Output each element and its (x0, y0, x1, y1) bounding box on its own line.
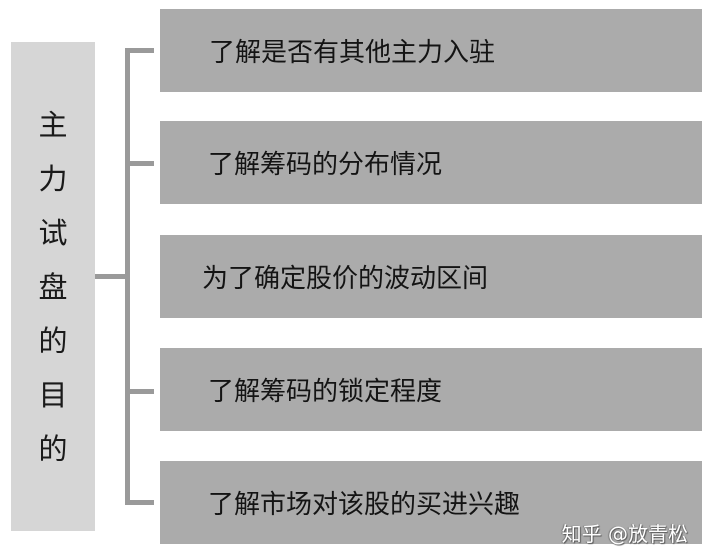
item-label: 了解筹码的分布情况 (208, 150, 443, 180)
item-box: 了解筹码的分布情况 (160, 121, 702, 204)
title-char: 主 (38, 107, 68, 142)
title-char: 的 (38, 323, 68, 358)
item-box: 为了确定股价的波动区间 (160, 235, 702, 318)
connector-tick (125, 500, 154, 505)
item-label: 了解是否有其他主力入驻 (209, 38, 496, 68)
title-char: 力 (38, 161, 68, 196)
bracket-line (125, 48, 130, 505)
title-char: 试 (38, 215, 68, 250)
connector-stub (95, 274, 130, 279)
title-char: 盘 (38, 269, 68, 304)
item-box: 了解是否有其他主力入驻 (160, 9, 702, 92)
watermark: 知乎 @放青松 (561, 522, 688, 546)
item-label: 了解筹码的锁定程度 (208, 377, 443, 407)
title-char: 目 (38, 377, 68, 412)
connector-tick (125, 161, 154, 166)
connector-tick (125, 389, 154, 394)
item-box: 了解市场对该股的买进兴趣 (160, 461, 702, 544)
item-box: 了解筹码的锁定程度 (160, 348, 702, 431)
title-char: 的 (38, 431, 68, 466)
item-label: 了解市场对该股的买进兴趣 (208, 490, 521, 520)
item-label: 为了确定股价的波动区间 (202, 264, 489, 294)
title-box: 主 力 试 盘 的 目 的 (11, 42, 95, 531)
connector-tick (125, 48, 154, 53)
